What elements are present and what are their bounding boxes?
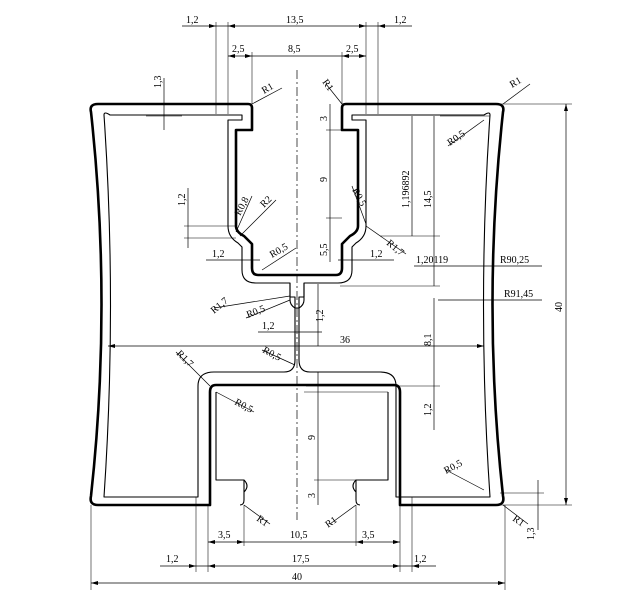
dim-1-2-top-right: 1,2 — [394, 15, 407, 26]
radius-r0-5-top-right: R0,5 — [445, 128, 467, 148]
dim-3-5-right: 3,5 — [362, 530, 375, 541]
dim-1-2-right-vert: 1,2 — [423, 404, 434, 417]
dim-8-5: 8,5 — [288, 44, 301, 55]
radius-r1-top-right: R1 — [508, 75, 524, 90]
radius-r0-5-web-left: R0,5 — [245, 303, 267, 320]
radius-r0-5-web-low: R0,5 — [261, 345, 283, 364]
dim-1-196892: 1,196892 — [401, 171, 412, 209]
dim-5-5: 5,5 — [319, 244, 330, 257]
dim-13-5: 13,5 — [286, 15, 304, 26]
radius-r1-top-mid: R1 — [320, 77, 336, 93]
profile-outline — [89, 102, 505, 507]
radius-r91-45: R91,45 — [504, 289, 533, 300]
dim-1-2-top-left: 1,2 — [186, 15, 199, 26]
dim-3-5-left: 3,5 — [218, 530, 231, 541]
dim-1-2-bottom-left: 1,2 — [166, 554, 179, 565]
dim-3-bottom: 3 — [307, 493, 318, 498]
radius-r1-7-right: R1,7 — [384, 238, 406, 259]
dim-14-5: 14,5 — [423, 191, 434, 209]
radius-r90-25: R90,25 — [500, 255, 529, 266]
dim-2-5-left: 2,5 — [232, 44, 245, 55]
dimension-lines — [90, 22, 572, 590]
dimension-arrows — [91, 24, 568, 585]
dim-9-top: 9 — [319, 177, 330, 182]
dim-3-top: 3 — [319, 116, 330, 121]
dim-1-3-top: 1,3 — [153, 76, 164, 89]
dim-1-2-horiz-left: 1,2 — [212, 249, 225, 260]
dim-1-2-web-vert: 1,2 — [315, 310, 326, 323]
dim-9-bottom: 9 — [307, 435, 318, 440]
dim-40-right: 40 — [554, 302, 565, 312]
dim-1-2-bottom-right: 1,2 — [414, 554, 427, 565]
radius-r2: R2 — [258, 194, 274, 210]
dim-1-3-bottom: 1,3 — [526, 528, 537, 541]
dim-1-2-web-horiz: 1,2 — [262, 321, 275, 332]
dim-40-bottom: 40 — [292, 572, 302, 583]
dim-36: 36 — [340, 335, 350, 346]
dim-1-20119: 1,20119 — [416, 255, 448, 266]
radius-r0-5-inner: R0,5 — [268, 241, 290, 260]
radius-r0-5-lower-channel: R0,5 — [233, 397, 255, 416]
radius-r1-7-left: R1,7 — [209, 296, 231, 317]
dim-1-2-horiz-right: 1,2 — [370, 249, 383, 260]
radius-r0-5-mid: R0,5 — [349, 186, 368, 208]
dimension-labels: 1,2 13,5 1,2 2,5 8,5 2,5 1,3 3 9 1,19689… — [153, 15, 565, 583]
dim-10-5: 10,5 — [290, 530, 308, 541]
radius-r1-bottom-right: R1 — [510, 513, 526, 529]
dim-1-2-vert-left: 1,2 — [177, 194, 188, 207]
radius-r1-bottom-left: R1 — [254, 513, 270, 529]
radius-r1-bottom-mid: R1 — [323, 515, 339, 531]
radius-r1-7-lower: R1,7 — [174, 348, 195, 369]
radius-r1-top-left: R1 — [260, 81, 276, 96]
dim-17-5: 17,5 — [292, 554, 310, 565]
dim-8-1: 8,1 — [423, 334, 434, 347]
dim-2-5-right: 2,5 — [346, 44, 359, 55]
